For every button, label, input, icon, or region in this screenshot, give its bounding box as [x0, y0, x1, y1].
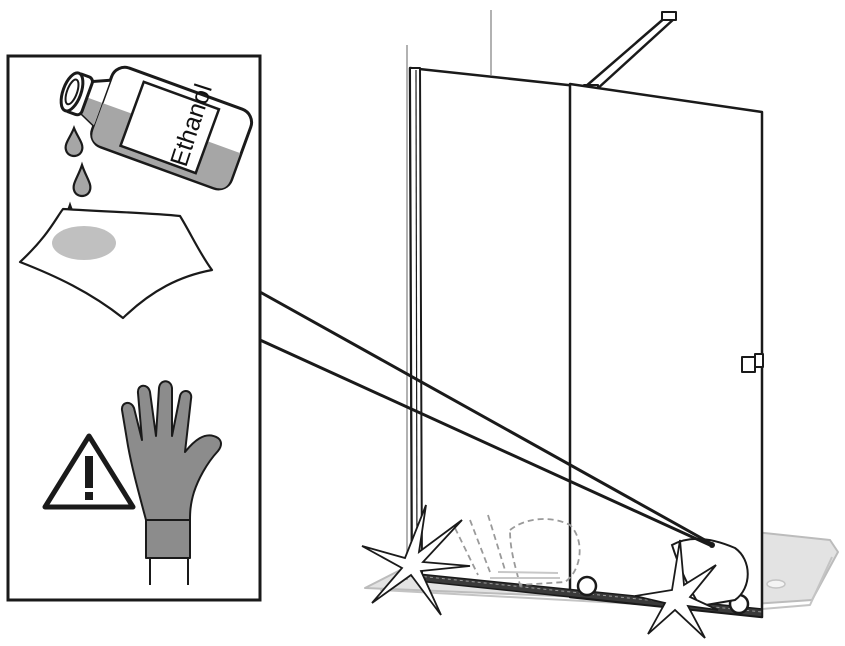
stabilizer-bar	[584, 12, 676, 98]
shower-enclosure	[365, 10, 838, 617]
fixed-glass-panel	[410, 68, 577, 592]
door-roller	[578, 577, 596, 595]
sliding-door-panel	[570, 84, 762, 617]
